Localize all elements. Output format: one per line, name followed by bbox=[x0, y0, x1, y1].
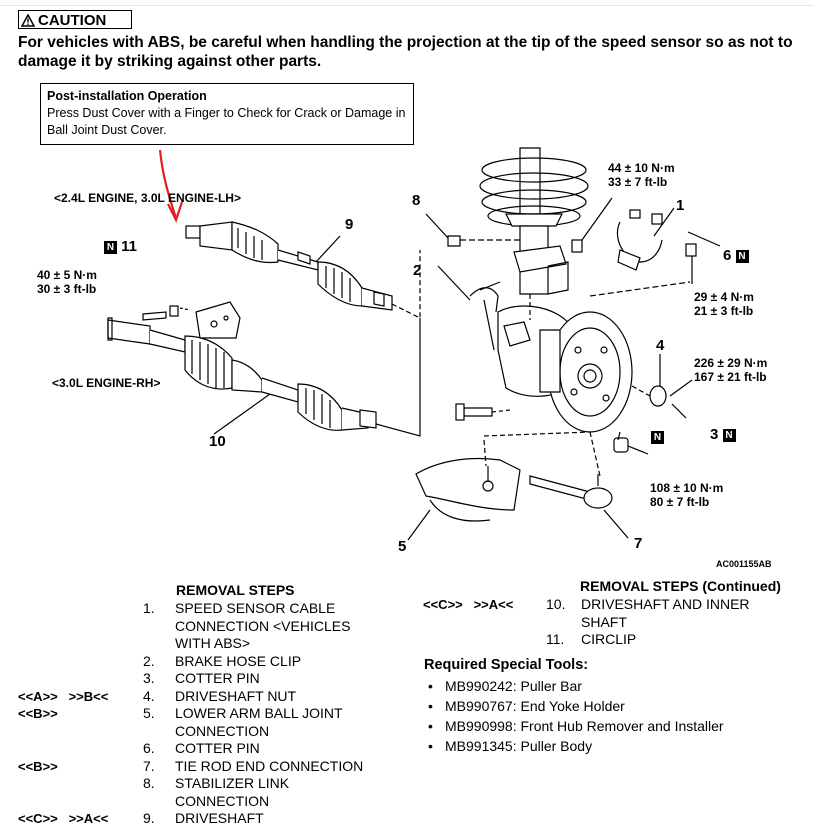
lh-driveshaft bbox=[185, 221, 393, 311]
tool-item: MB991345: Puller Body bbox=[428, 736, 724, 756]
part-number-3: 3 N bbox=[710, 426, 736, 443]
figure-code: AC001155AB bbox=[716, 559, 772, 569]
badge-n: N bbox=[722, 429, 736, 442]
part-number-11: N 11 bbox=[104, 238, 137, 255]
part-number-6: 6 N bbox=[723, 247, 749, 264]
driveshaft-exploded-diagram bbox=[107, 147, 721, 541]
post-installation-text: Press Dust Cover with a Finger to Check … bbox=[47, 106, 406, 137]
tool-item: MB990242: Puller Bar bbox=[428, 676, 724, 696]
removal-steps-continued-list: <<C>> >>A<<10.DRIVESHAFT AND INNER SHAFT… bbox=[423, 596, 750, 647]
post-installation-title: Post-installation Operation bbox=[47, 89, 207, 103]
label-2-4l-engine-lh: <2.4L ENGINE, 3.0L ENGINE-LH> bbox=[54, 191, 241, 205]
badge-n-lower: N bbox=[651, 428, 664, 446]
part-number-1: 1 bbox=[676, 197, 685, 214]
post-installation-box: Post-installation Operation Press Dust C… bbox=[40, 83, 414, 145]
warning-triangle-icon bbox=[20, 13, 36, 27]
tool-item: MB990767: End Yoke Holder bbox=[428, 696, 724, 716]
caution-heading: CAUTION bbox=[18, 10, 132, 29]
caution-text: For vehicles with ABS, be careful when h… bbox=[18, 34, 793, 70]
tool-item: MB990998: Front Hub Remover and Installe… bbox=[428, 716, 724, 736]
lower-arm bbox=[407, 457, 521, 541]
rh-driveshaft bbox=[107, 317, 377, 431]
part-number-10: 10 bbox=[209, 433, 226, 450]
part-number-7: 7 bbox=[634, 535, 643, 552]
part-number-8: 8 bbox=[412, 192, 421, 209]
annotation-arrowhead bbox=[167, 201, 184, 223]
part-number-4: 4 bbox=[656, 337, 665, 354]
badge-n: N bbox=[735, 250, 749, 263]
caution-title: CAUTION bbox=[38, 12, 107, 29]
removal-steps-list: 1.SPEED SENSOR CABLE CONNECTION <VEHICLE… bbox=[18, 600, 364, 826]
removal-steps-continued-title: REMOVAL STEPS (Continued) bbox=[580, 578, 781, 594]
badge-n: N bbox=[104, 241, 117, 254]
annotation-arrow bbox=[158, 149, 178, 219]
special-tools-list: MB990242: Puller Bar MB990767: End Yoke … bbox=[428, 676, 724, 756]
part-number-5: 5 bbox=[398, 538, 407, 555]
top-divider bbox=[0, 5, 814, 6]
special-tools-title: Required Special Tools: bbox=[424, 657, 589, 673]
part-number-2: 2 bbox=[413, 262, 422, 279]
label-3-0l-engine-rh: <3.0L ENGINE-RH> bbox=[52, 376, 161, 390]
removal-steps-title: REMOVAL STEPS bbox=[176, 582, 295, 598]
strut-assembly bbox=[479, 147, 589, 295]
part-number-9: 9 bbox=[345, 216, 354, 233]
knuckle-hub bbox=[497, 305, 633, 433]
